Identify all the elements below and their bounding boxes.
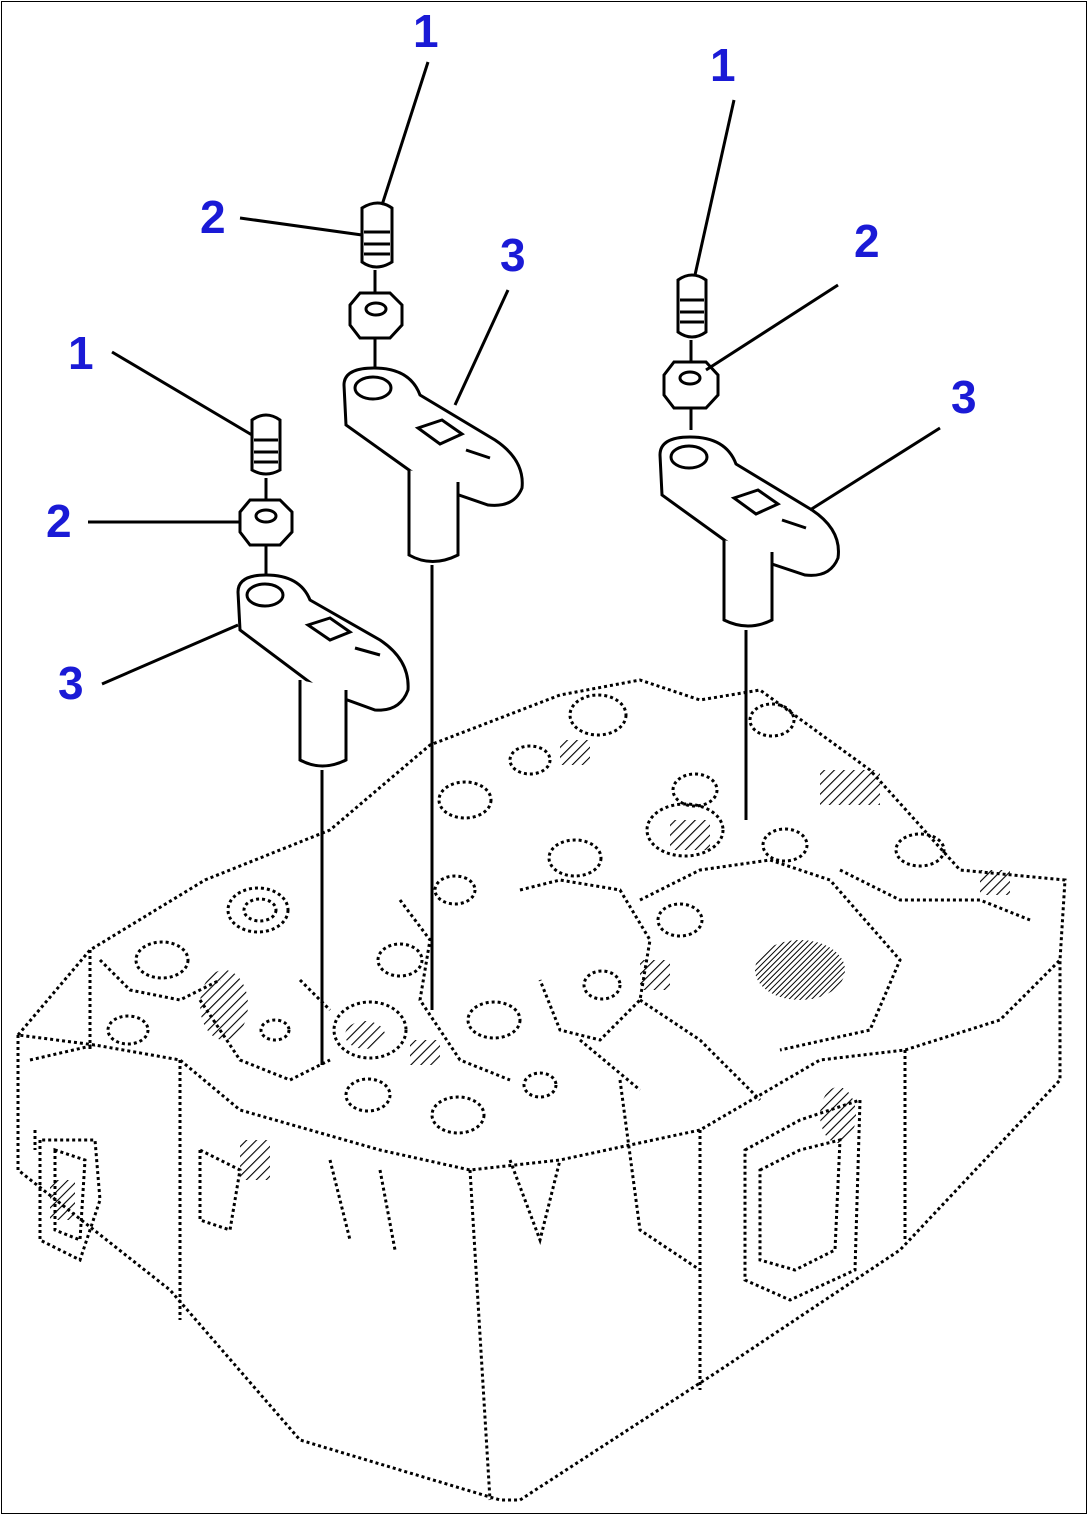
hatch-area — [820, 1087, 856, 1143]
holder-shank — [722, 540, 774, 628]
hole — [508, 744, 552, 776]
hole — [106, 1014, 150, 1046]
rib — [519, 878, 652, 1042]
hole — [134, 940, 190, 980]
nut-bore — [364, 301, 388, 317]
cylinder-head — [15, 678, 1067, 1502]
hole — [671, 772, 719, 808]
front-rib — [508, 1079, 701, 1272]
callout-3-right: 3 — [951, 371, 977, 423]
hole — [547, 838, 603, 878]
hatch-area — [200, 970, 248, 1040]
hatch-area — [345, 1021, 385, 1049]
hole — [645, 802, 725, 858]
adjusting-screw — [360, 201, 394, 269]
screw-threads — [364, 230, 390, 256]
hatch-area — [50, 1180, 75, 1220]
holder-shank — [298, 680, 348, 768]
callout-3-center: 3 — [500, 229, 526, 281]
screw-threads — [254, 438, 278, 464]
port-right — [743, 1097, 862, 1302]
hole — [226, 886, 290, 934]
nut-bore — [254, 508, 278, 524]
hole — [748, 702, 796, 738]
hatch-area — [670, 820, 710, 850]
callout-1-right: 1 — [710, 39, 736, 91]
hole — [761, 827, 809, 863]
leader-3-center — [453, 289, 510, 406]
leader-3-left — [101, 623, 239, 686]
hatch-area — [410, 1040, 440, 1065]
hatch-area — [820, 770, 880, 805]
injector-assembly-center — [342, 201, 524, 563]
head-top-face — [15, 678, 1067, 1172]
holder-bore — [353, 375, 393, 401]
holder-step — [730, 488, 782, 516]
hole — [522, 1071, 558, 1099]
head-hatching — [50, 740, 1010, 1220]
hole — [433, 874, 477, 906]
leader-1-left — [111, 350, 253, 437]
hole — [430, 1095, 486, 1135]
hole — [437, 780, 493, 820]
hole — [894, 832, 946, 868]
holder-ridge — [781, 518, 807, 530]
hatch-area — [980, 870, 1010, 895]
port-left — [38, 1138, 102, 1263]
hole — [344, 1077, 392, 1113]
port-mid — [198, 1147, 397, 1251]
injector-assembly-right — [658, 273, 840, 628]
adjusting-screw — [250, 413, 282, 476]
head-front-edge — [178, 1050, 907, 1501]
screw-threads — [680, 298, 704, 324]
callout-1-left: 1 — [68, 327, 94, 379]
callout-2-left: 2 — [46, 495, 72, 547]
adjusting-screw — [676, 273, 708, 339]
rib — [839, 868, 1031, 922]
rib — [579, 998, 762, 1102]
head-front-face — [16, 960, 1062, 1502]
holder-ridge — [354, 646, 381, 657]
hole — [466, 1000, 522, 1040]
hole — [259, 1018, 291, 1042]
hole — [242, 897, 278, 923]
head-left-step — [29, 950, 96, 1150]
callout-1-center: 1 — [413, 5, 439, 57]
leader-1-center — [380, 61, 430, 206]
leader-2-right — [705, 283, 839, 372]
hatch-area — [640, 960, 670, 990]
holder-step — [304, 616, 354, 642]
holder-bore — [669, 444, 709, 470]
hatch-area — [755, 940, 845, 1000]
port-right-inner — [758, 1138, 842, 1272]
hole — [568, 693, 628, 737]
callout-2-right: 2 — [854, 215, 880, 267]
leader-lines — [88, 61, 941, 686]
holder-shank — [407, 470, 460, 563]
injector-holder — [236, 573, 410, 712]
leader-2-center — [239, 216, 363, 237]
callout-2-center: 2 — [200, 191, 226, 243]
injector-assembly-left — [236, 413, 410, 768]
holder-bore — [245, 582, 285, 608]
holder-step — [414, 418, 466, 446]
leader-3-right — [809, 426, 941, 512]
hole — [332, 1000, 408, 1060]
callout-3-left: 3 — [58, 657, 84, 709]
nut-bore — [678, 370, 702, 386]
hole — [582, 969, 622, 1001]
hole — [656, 902, 704, 938]
hatch-area — [240, 1140, 270, 1180]
leader-1-right — [693, 99, 736, 276]
hatch-area — [560, 740, 590, 765]
hole — [376, 942, 424, 978]
rib — [398, 899, 511, 1082]
rib — [98, 958, 221, 1002]
rib — [639, 858, 902, 1052]
holder-ridge — [465, 448, 491, 460]
